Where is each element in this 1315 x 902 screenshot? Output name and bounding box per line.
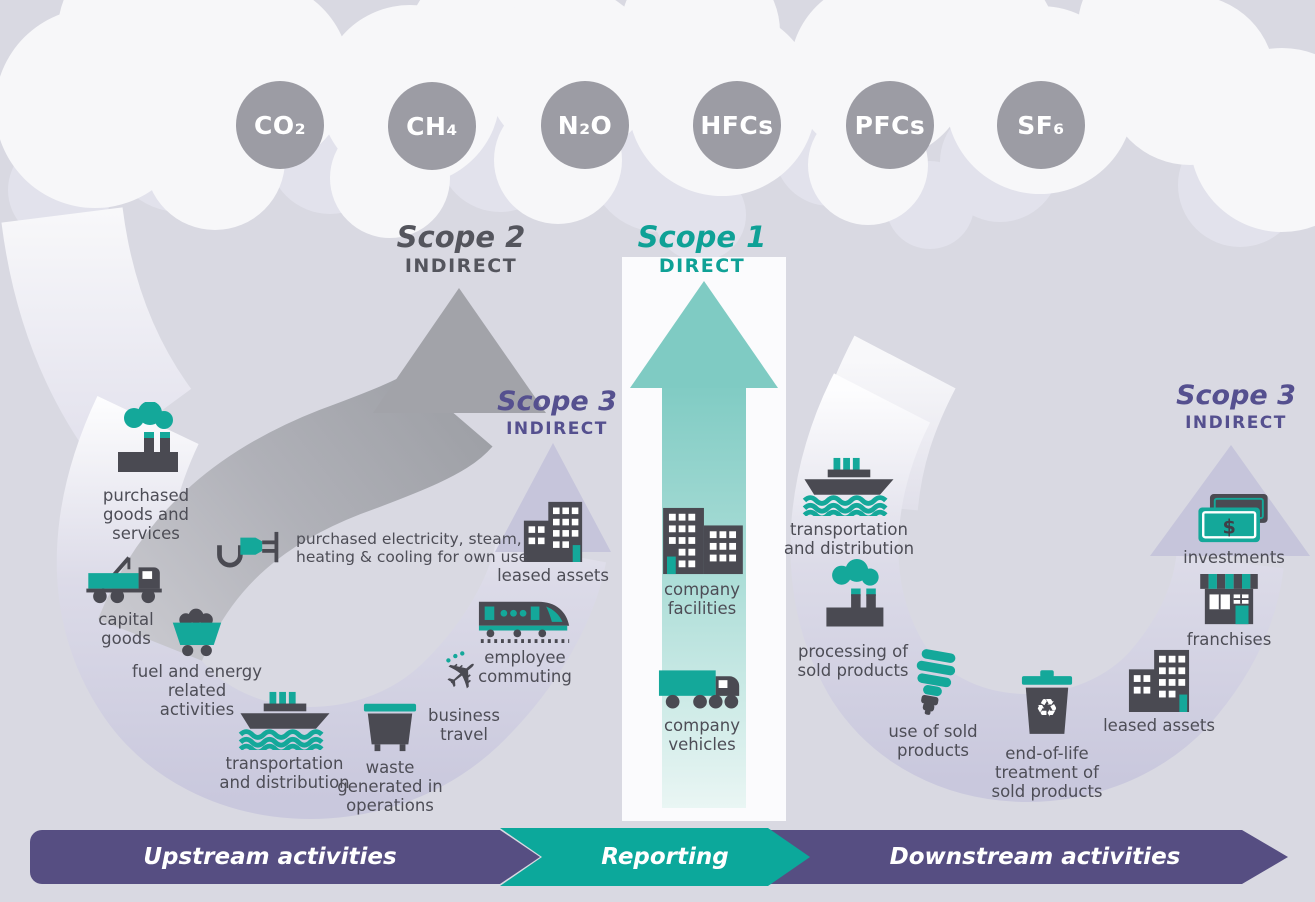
item-label: leased assets	[497, 566, 609, 585]
recycle-bin-icon: ♻	[1021, 670, 1073, 734]
scope3-downstream-title: Scope 3	[1176, 380, 1296, 411]
gas-circle-ch4: CH₄	[388, 82, 476, 170]
gas-circle-co2: CO₂	[236, 81, 324, 169]
gas-label: HFCs	[700, 110, 774, 140]
item-label: fuel and energy related activities	[131, 662, 263, 720]
office-building-icon	[523, 501, 583, 562]
item-label: transportation and distribution	[219, 754, 350, 793]
gas-label: CO₂	[253, 110, 307, 140]
downstream-item-leased-assets: leased assets	[1098, 648, 1220, 735]
scope3-downstream-heading: Scope 3 INDIRECT	[1166, 380, 1306, 434]
truck-icon	[658, 670, 740, 709]
gas-circle-sf6: SF₆	[997, 81, 1085, 169]
dumpster-icon	[363, 703, 417, 752]
item-label: purchased goods and services	[102, 486, 190, 544]
scope3-upstream-subtitle: INDIRECT	[506, 419, 608, 440]
downstream-item-investments: $ investments	[1178, 494, 1290, 567]
upstream-item-waste: waste generated in operations	[329, 698, 451, 815]
upstream-item-capital-goods: capital goods	[76, 548, 176, 648]
crane-truck-icon	[86, 556, 162, 604]
item-label: purchased electricity, steam, heating & …	[296, 530, 529, 566]
downstream-item-transportation: transportation and distribution	[775, 456, 923, 558]
item-label: business travel	[428, 706, 500, 745]
gas-label: CH₄	[406, 111, 458, 141]
train-icon	[478, 601, 570, 643]
company-buildings-icon	[663, 507, 743, 575]
downstream-item-processing: processing of sold products	[782, 558, 924, 680]
item-label: transportation and distribution	[783, 520, 915, 559]
banner-upstream-label: Upstream activities	[143, 844, 397, 870]
item-label: employee commuting	[478, 648, 572, 687]
item-label: use of sold products	[888, 722, 978, 761]
item-label: capital goods	[98, 610, 154, 649]
scope2-subtitle: INDIRECT	[404, 255, 518, 278]
scope2-title: Scope 2	[396, 220, 526, 254]
downstream-item-end-of-life: ♻ end-of-life treatment of sold products	[978, 670, 1116, 801]
item-label: company vehicles	[663, 716, 741, 755]
upstream-item-purchased-goods: purchased goods and services	[86, 402, 206, 543]
downstream-item-franchises: franchises	[1173, 574, 1285, 649]
item-label: investments	[1183, 548, 1285, 567]
office-building-icon	[1128, 649, 1190, 712]
upstream-item-business-travel: ✈ business travel	[413, 650, 515, 744]
downstream-item-use-of-sold: use of sold products	[877, 646, 989, 760]
scope2-heading: Scope 2 INDIRECT	[391, 220, 531, 278]
gas-circle-pfcs: PFCs	[846, 81, 934, 169]
upstream-item-employee-commuting: employee commuting	[459, 594, 591, 686]
gas-circle-n2o: N₂O	[541, 81, 629, 169]
cfl-bulb-icon	[916, 649, 956, 715]
gas-label: PFCs	[854, 110, 926, 140]
scope1-title: Scope 1	[637, 220, 767, 254]
banner-downstream-label: Downstream activities	[889, 844, 1181, 870]
banknotes-icon: $	[1198, 494, 1268, 543]
item-label: leased assets	[1103, 716, 1215, 735]
item-label: company facilities	[663, 580, 741, 619]
gas-label: SF₆	[1017, 110, 1065, 140]
mine-cart-icon	[172, 608, 222, 657]
upstream-item-leased-assets: leased assets	[493, 500, 613, 585]
item-label: processing of sold products	[797, 642, 909, 681]
banner-reporting-label: Reporting company	[601, 844, 729, 902]
power-plug-icon	[217, 531, 279, 568]
factory-icon	[826, 559, 884, 627]
upstream-item-fuel-energy: fuel and energy related activities	[131, 604, 263, 719]
item-label: franchises	[1186, 630, 1272, 649]
ship-icon	[802, 457, 894, 516]
svg-text:♻: ♻	[1036, 694, 1058, 723]
scope2-item-purchased-electricity: purchased electricity, steam, heating & …	[210, 524, 541, 574]
center-item-company-vehicles: company vehicles	[646, 664, 758, 754]
scope3-downstream-subtitle: INDIRECT	[1185, 413, 1287, 434]
item-label: end-of-life treatment of sold products	[991, 744, 1103, 802]
scope3-upstream-heading: Scope 3 INDIRECT	[487, 386, 627, 440]
scope1-heading: Scope 1 DIRECT	[632, 220, 772, 278]
scope1-subtitle: DIRECT	[658, 255, 746, 278]
center-item-company-facilities: company facilities	[646, 506, 758, 618]
scope3-upstream-title: Scope 3	[497, 386, 617, 417]
ship-icon	[238, 691, 330, 750]
svg-text:$: $	[1223, 515, 1236, 538]
gas-label: N₂O	[557, 110, 613, 140]
gas-circle-hfcs: HFCs	[693, 81, 781, 169]
airplane-icon: ✈	[436, 650, 492, 702]
upstream-item-transportation: transportation and distribution	[212, 690, 357, 792]
item-label: waste generated in operations	[337, 758, 443, 816]
storefront-icon	[1200, 574, 1258, 625]
factory-icon	[118, 402, 178, 472]
